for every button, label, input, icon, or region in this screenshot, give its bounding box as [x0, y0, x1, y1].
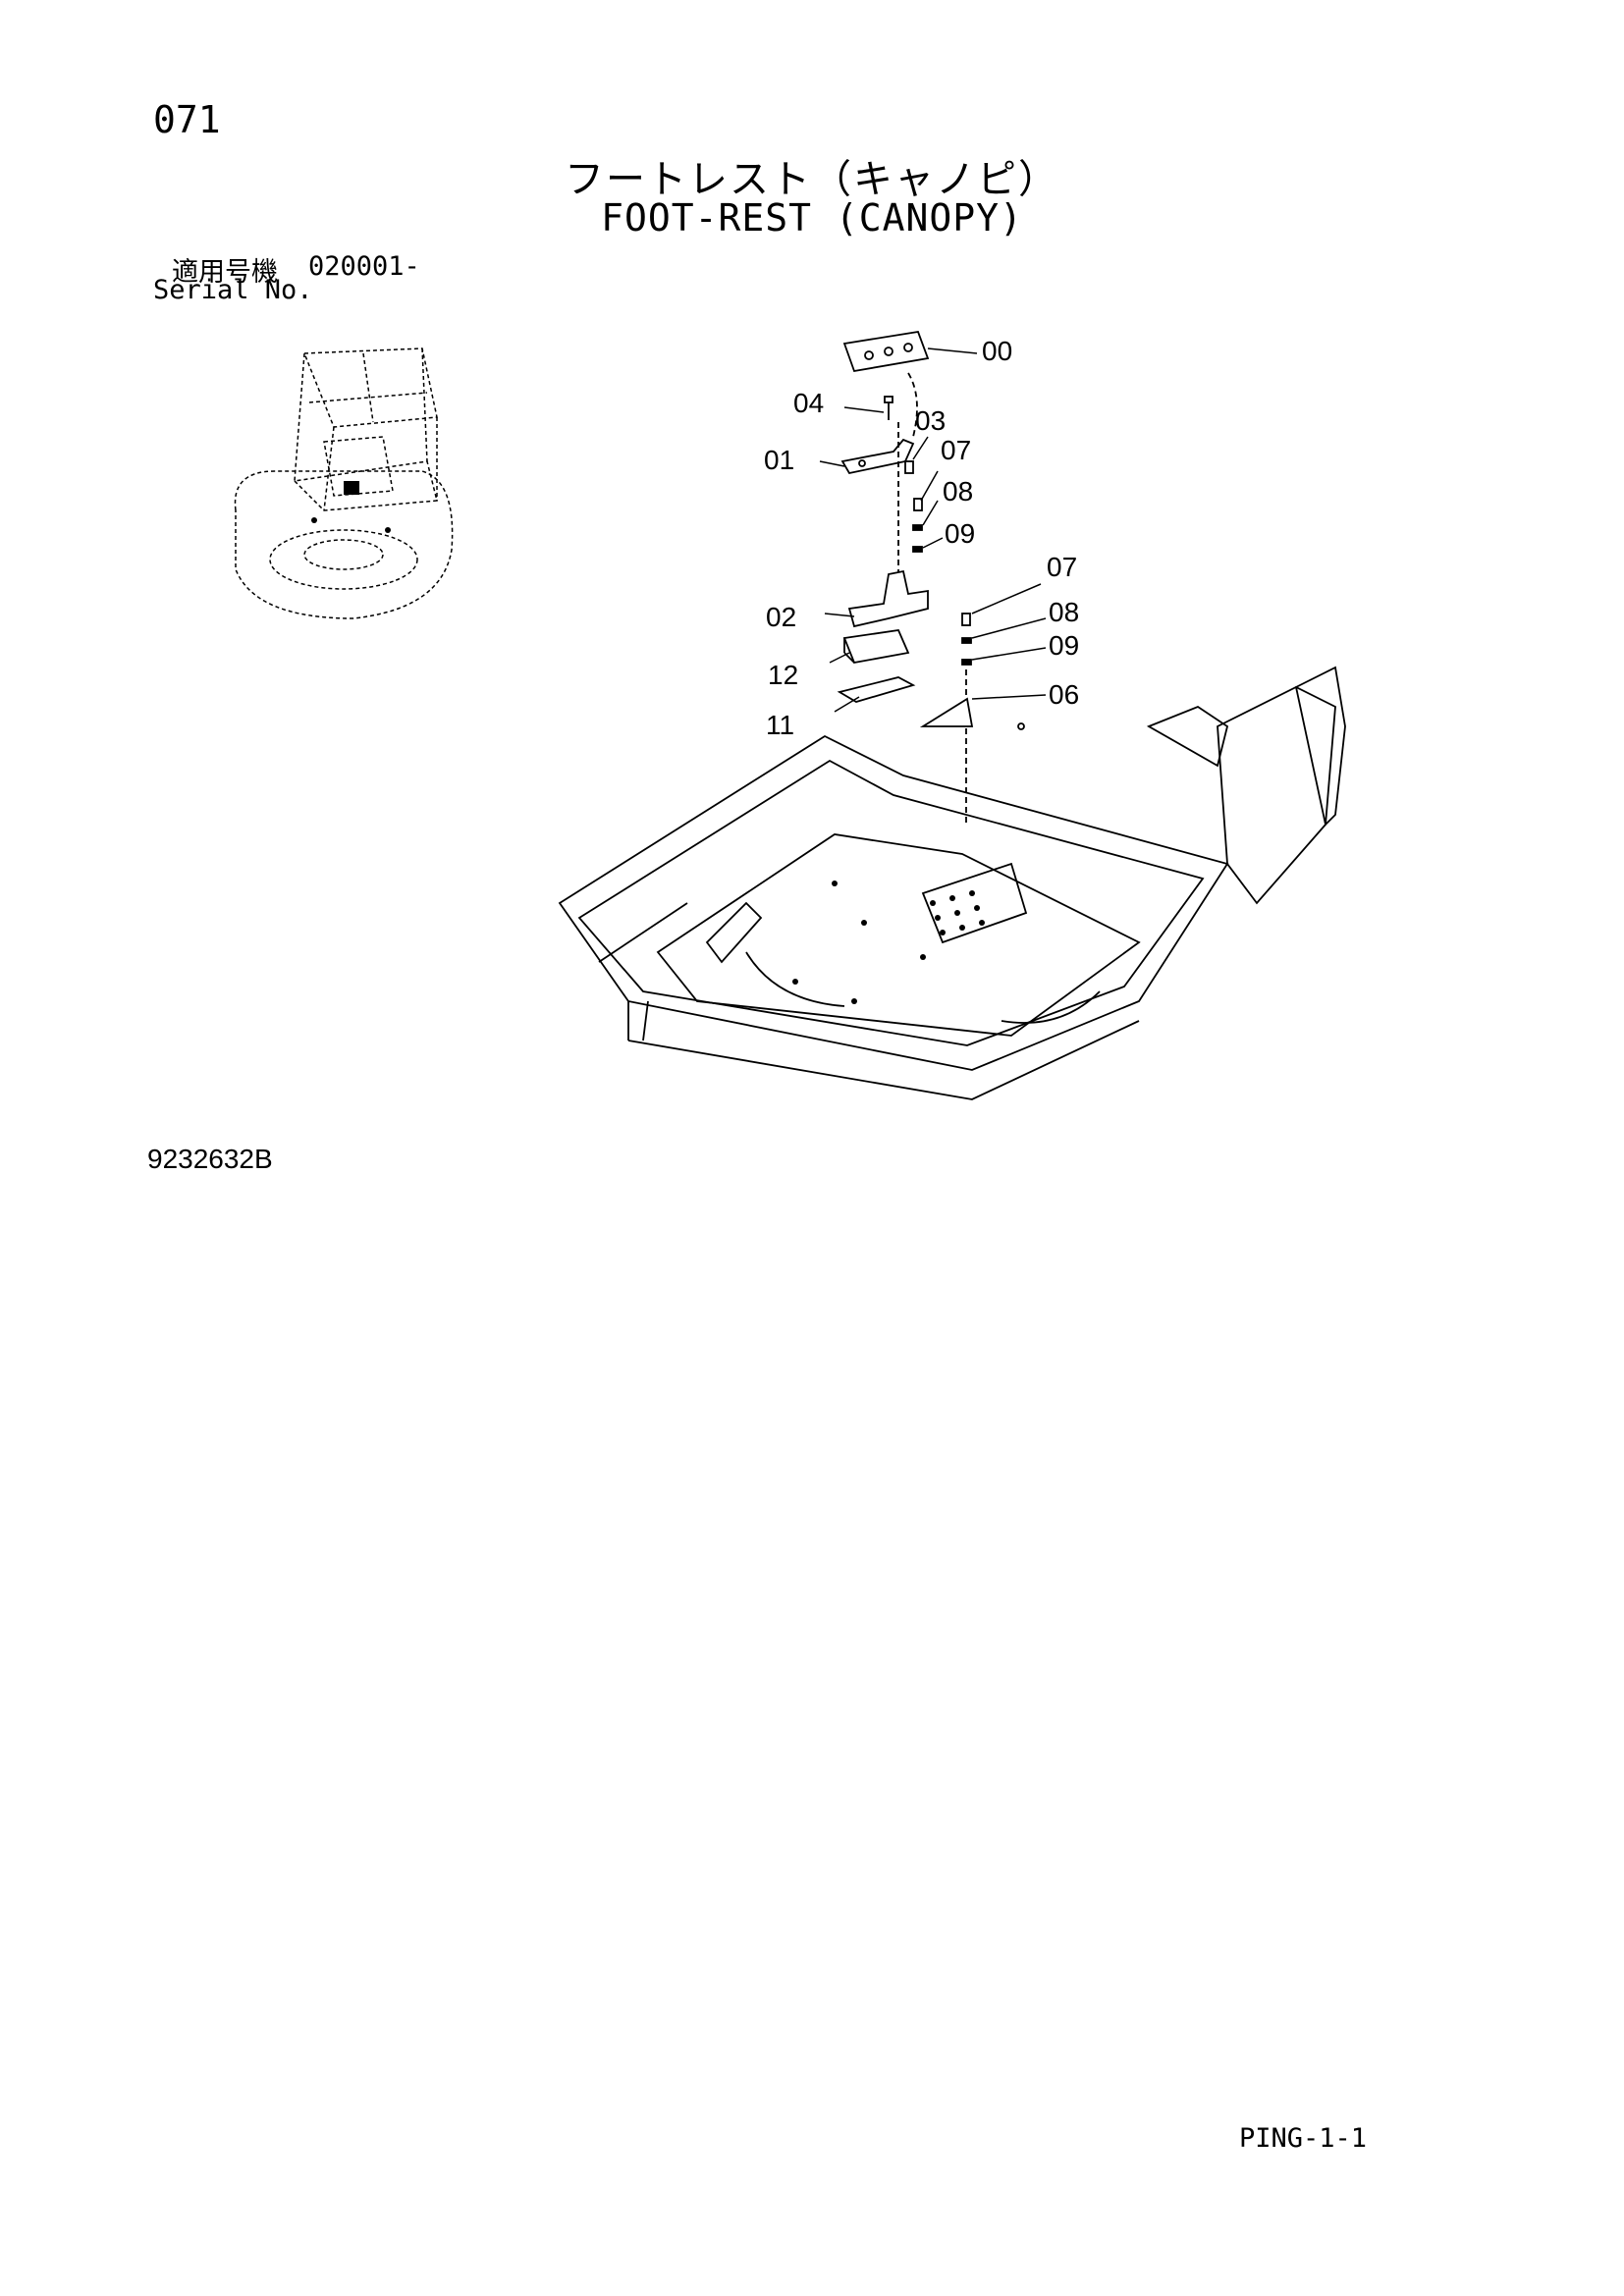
- callout-02: 02: [766, 602, 796, 632]
- callout-12: 12: [768, 660, 798, 690]
- page-number: 071: [153, 98, 221, 141]
- part-09-washer-upper: [912, 546, 923, 553]
- callout-11: 11: [766, 710, 794, 740]
- floor-frame-outline: [558, 734, 1229, 1071]
- part-07-bolt-upper: [913, 498, 923, 511]
- page-title-japanese: フートレスト（キャノピ）: [565, 157, 1059, 202]
- callout-04: 04: [793, 388, 824, 418]
- part-11-plate: [837, 676, 916, 703]
- part-07-bolt-lower: [961, 613, 971, 626]
- part-09-washer-lower: [961, 659, 972, 666]
- callout-01: 01: [764, 445, 794, 475]
- floor-plate: [656, 833, 1141, 1037]
- page-code: PING-1-1: [1239, 2123, 1368, 2154]
- callout-07-lower: 07: [1047, 552, 1077, 582]
- base-outline: [234, 470, 454, 619]
- callout-03: 03: [915, 405, 946, 436]
- callout-09-lower: 09: [1049, 630, 1079, 661]
- part-08-washer-upper: [912, 524, 923, 531]
- part-02-bracket: [847, 569, 929, 628]
- serial-label-english: Serial No.: [153, 275, 313, 305]
- part-12-pad: [842, 629, 910, 665]
- page-title-english: FOOT-REST (CANOPY): [601, 196, 1023, 240]
- exploded-parts-diagram: 00 04 03 01 07 08 09 02 07 08 09 12 06 1…: [558, 330, 1346, 1100]
- serial-label-japanese: 適用号機: [172, 257, 278, 288]
- location-overview-diagram: [234, 347, 454, 619]
- console-outline: [1217, 685, 1336, 905]
- callout-06: 06: [1049, 679, 1079, 710]
- part-06-cover: [919, 697, 974, 727]
- part-08-washer-lower: [961, 637, 972, 644]
- callout-09-upper: 09: [945, 518, 975, 549]
- part-03-pin: [904, 460, 914, 474]
- foot-rest-location-marker: [344, 481, 359, 495]
- callout-08-lower: 08: [1049, 597, 1079, 627]
- drawing-number: 9232632B: [147, 1144, 273, 1174]
- serial-number-value: 020001-: [308, 251, 420, 282]
- canopy-roof-outline: [302, 347, 438, 428]
- callout-07-upper: 07: [941, 435, 971, 465]
- part-01-bracket: [840, 438, 915, 475]
- callout-00: 00: [982, 336, 1012, 366]
- part-00-plate: [842, 330, 930, 373]
- callout-08-upper: 08: [943, 476, 973, 507]
